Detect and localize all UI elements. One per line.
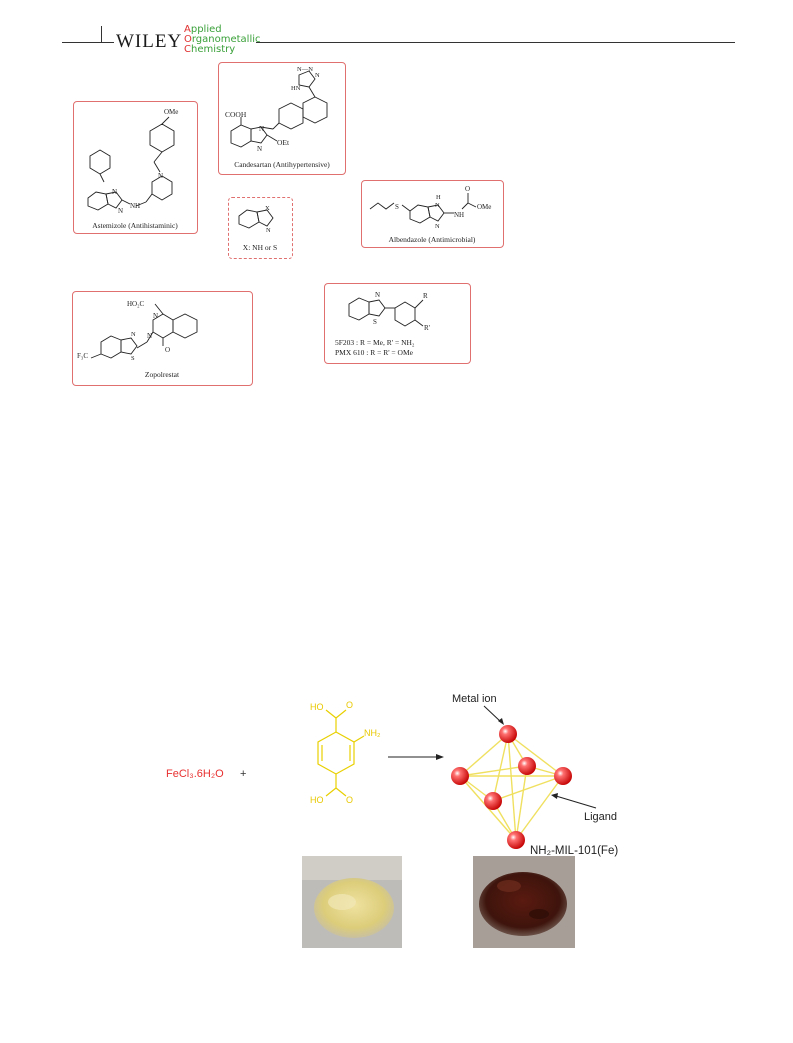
journal-rest-2: rganometallic: [191, 34, 261, 45]
metal-node-left: [451, 767, 469, 785]
journal-cap-3: C: [184, 44, 191, 55]
benzothiazole-n: N: [375, 291, 380, 299]
benzothiazole-box: N S R R' 5F203 : R = Me, R' = NH₂ PMX 61…: [324, 283, 471, 364]
header-rule: [62, 42, 735, 43]
zopolrestat-caption: Zopolrestat: [145, 370, 180, 379]
journal-rest-1: pplied: [190, 24, 222, 35]
benzothiazole-structure: N S R R' 5F203 : R = Me, R' = NH₂ PMX 61…: [335, 291, 430, 357]
astemizole-box: OMe N N N NH Astemizole (Antihistaminic): [73, 101, 198, 234]
ligand-label: Ligand: [584, 811, 617, 823]
candesartan-tetrazole-n: N—N: [297, 66, 313, 73]
journal-name: Applied Organometallic Chemistry: [184, 25, 261, 55]
astemizole-ome: OMe: [164, 108, 178, 116]
astemizole-nh: NH: [130, 202, 140, 210]
albendazole-caption: Albendazole (Antimicrobial): [389, 235, 476, 244]
zopolrestat-ho2c: HO₂C: [127, 300, 145, 308]
benzothiazole-r-prime: R': [424, 324, 430, 332]
product-label: NH₂-MIL-101(Fe): [530, 845, 618, 857]
albendazole-s: S: [395, 203, 399, 211]
header-logo-backdrop: [114, 30, 256, 52]
linker-structure: [317, 709, 365, 797]
candesartan-structure: N—N HN N COOH N N OEt Candesartan (Antih…: [225, 66, 330, 169]
candesartan-box: N—N HN N COOH N N OEt Candesartan (Antih…: [218, 62, 346, 175]
linker-powder-photo: [302, 856, 402, 948]
publisher-logo: WILEY: [116, 31, 183, 52]
astemizole-n-b: N: [118, 207, 123, 215]
zopolrestat-n-a: N: [153, 312, 158, 320]
octahedron-edges: [459, 733, 564, 841]
metal-node-front: [484, 792, 502, 810]
linker-o-bottom: O: [346, 795, 353, 805]
reaction-arrowhead: [436, 754, 444, 760]
albendazole-nh: NH: [454, 211, 464, 219]
core-caption: X: NH or S: [243, 243, 277, 252]
albendazole-n-b: N: [435, 223, 440, 230]
albendazole-structure: S H N N NH O OMe Albendazole (Antimicrob…: [369, 185, 491, 244]
metal-ion-label: Metal ion: [452, 693, 497, 705]
astemizole-structure: OMe N N N NH Astemizole (Antihistaminic): [87, 108, 178, 230]
linker-ho-top: HO: [310, 702, 324, 712]
ligand-pointer: [555, 795, 597, 809]
albendazole-n-a: N: [435, 202, 440, 209]
metal-ion-pointer-head: [498, 718, 504, 725]
candesartan-oet: OEt: [277, 138, 290, 147]
linker-ho-bottom: HO: [310, 795, 324, 805]
astemizole-n-pip: N: [158, 172, 163, 180]
core-x-label: X: [265, 205, 270, 212]
zopolrestat-o: O: [165, 346, 170, 354]
zopolrestat-f3c: F₃C: [77, 352, 88, 360]
astemizole-n-a: N: [112, 188, 117, 196]
mof-synthesis-scheme: FeCl₃.6H₂O + HO O NH₂ HO O: [166, 693, 618, 857]
albendazole-box: S H N N NH O OMe Albendazole (Antimicrob…: [361, 180, 504, 248]
astemizole-caption: Astemizole (Antihistaminic): [92, 221, 178, 230]
ligand-pointer-head: [551, 793, 558, 799]
albendazole-ome: OMe: [477, 203, 491, 211]
zopolrestat-structure: HO₂C N N O F₃C N S Zopolrestat: [77, 300, 198, 379]
mof-powder-photo: [473, 856, 575, 948]
benzothiazole-line-1: 5F203 : R = Me, R' = NH₂: [335, 338, 415, 347]
metal-node-right: [554, 767, 572, 785]
core-scaffold-box: X N X: NH or S: [228, 197, 293, 259]
journal-cap-1: A: [184, 24, 191, 35]
benzothiazole-s: S: [373, 318, 377, 326]
linker-o-top: O: [346, 700, 353, 710]
core-n-label: N: [266, 227, 271, 234]
candesartan-n-b: N: [257, 145, 262, 153]
core-scaffold-structure: X N X: NH or S: [238, 205, 277, 252]
journal-cap-2: O: [184, 34, 192, 45]
journal-rest-3: hemistry: [190, 44, 236, 55]
metal-node-bottom: [507, 831, 525, 849]
zopolrestat-box: HO₂C N N O F₃C N S Zopolrestat: [72, 291, 253, 386]
reagent-label: FeCl₃.6H₂O: [166, 768, 224, 780]
plus-sign: +: [240, 768, 246, 780]
zopolrestat-n-b: N: [147, 332, 152, 340]
benzothiazole-r: R: [423, 292, 428, 300]
header-tick: [101, 26, 102, 42]
metal-ion-pointer: [483, 705, 502, 723]
zopolrestat-s: S: [131, 355, 135, 362]
candesartan-cooh: COOH: [225, 110, 247, 119]
candesartan-hn: HN: [291, 85, 301, 92]
candesartan-caption: Candesartan (Antihypertensive): [234, 160, 330, 169]
metal-node-top: [499, 725, 517, 743]
benzothiazole-line-2: PMX 610 : R = R' = OMe: [335, 348, 414, 357]
zopolrestat-n-c: N: [131, 331, 136, 338]
linker-nh2: NH₂: [364, 728, 381, 738]
candesartan-n: N: [315, 72, 320, 79]
candesartan-n-a: N: [259, 125, 264, 133]
metal-node-back: [518, 757, 536, 775]
albendazole-h: H: [436, 194, 441, 201]
albendazole-o: O: [465, 185, 470, 193]
